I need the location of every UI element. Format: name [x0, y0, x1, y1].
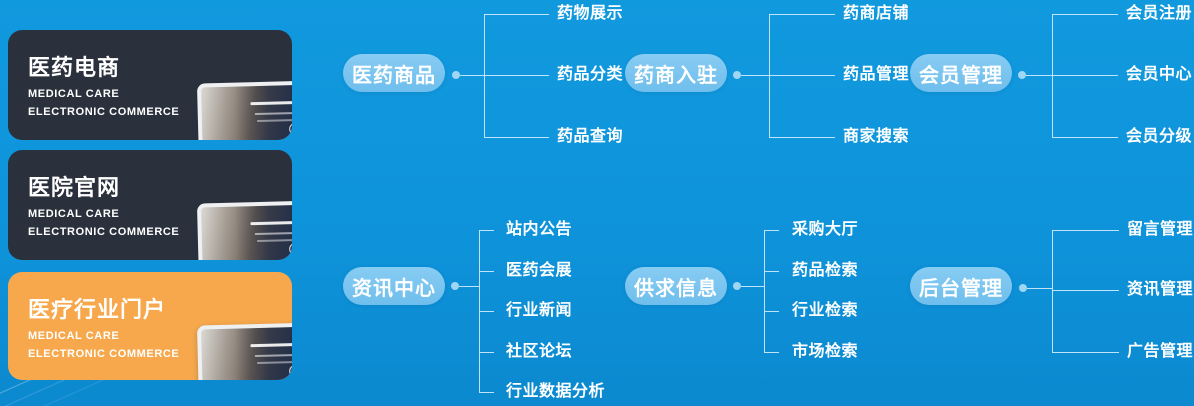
connector-dot	[1018, 71, 1026, 79]
branch-line	[1052, 14, 1118, 15]
node-label: 后台管理	[919, 277, 1003, 300]
device-preview: ▶	[196, 80, 292, 140]
connector-line	[741, 286, 764, 287]
leaf-label: 药商店铺	[843, 5, 910, 22]
leaf-label: 站内公告	[506, 221, 573, 238]
branch-line	[764, 311, 779, 312]
sidebar-card-hospital-website[interactable]: 医院官网 MEDICAL CARE ELECTRONIC COMMERCE ▶	[8, 150, 292, 260]
node-info-center: 资讯中心	[343, 267, 445, 305]
connector-line	[459, 286, 479, 287]
card-title: 医药电商	[28, 55, 121, 80]
leaf-label: 社区论坛	[506, 343, 573, 360]
branch-line	[769, 137, 835, 138]
connector-line	[741, 75, 769, 76]
connector-line	[460, 75, 484, 76]
branch-line	[769, 14, 835, 15]
leaf-label: 商家搜索	[843, 128, 910, 145]
leaf-label: 广告管理	[1127, 343, 1194, 360]
sidebar-card-medical-portal[interactable]: 医疗行业门户 MEDICAL CARE ELECTRONIC COMMERCE …	[8, 272, 292, 380]
branch-line	[764, 352, 779, 353]
card-subtitle: MEDICAL CARE	[28, 88, 120, 100]
connector-line	[1026, 75, 1052, 76]
screen-overlay	[201, 326, 292, 380]
branch-line	[479, 230, 494, 231]
branch-line	[484, 75, 549, 76]
connector-dot	[733, 282, 741, 290]
branch-line	[484, 137, 549, 138]
node-label: 供求信息	[634, 277, 718, 300]
card-title: 医疗行业门户	[28, 297, 167, 322]
branch-line	[479, 392, 494, 393]
leaf-label: 医药会展	[506, 262, 573, 279]
node-admin-management: 后台管理	[910, 267, 1012, 305]
card-subtitle: MEDICAL CARE	[28, 330, 120, 342]
branch-line	[1052, 352, 1119, 353]
leaf-label: 行业数据分析	[506, 383, 606, 400]
card-title: 医院官网	[28, 175, 121, 200]
branch-line	[764, 230, 779, 231]
connector-line	[1027, 288, 1052, 289]
card-subtitle: ELECTRONIC COMMERCE	[28, 348, 180, 360]
leaf-label: 会员分级	[1126, 128, 1193, 145]
leaf-label: 采购大厅	[792, 221, 859, 238]
branch-line	[764, 271, 779, 272]
node-label: 医药商品	[352, 64, 436, 87]
branch-line	[1052, 75, 1118, 76]
branch-line	[479, 311, 494, 312]
leaf-label: 药品分类	[557, 66, 624, 83]
leaf-label: 资讯管理	[1127, 281, 1194, 298]
card-subtitle: ELECTRONIC COMMERCE	[28, 226, 180, 238]
leaf-label: 行业检索	[792, 302, 859, 319]
connector-dot	[1019, 284, 1027, 292]
leaf-label: 市场检索	[792, 343, 859, 360]
leaf-label: 会员注册	[1126, 5, 1193, 22]
branch-line	[479, 352, 494, 353]
device-preview: ▶	[196, 200, 292, 260]
connector-line	[764, 230, 765, 352]
leaf-label: 药品管理	[843, 66, 910, 83]
leaf-label: 会员中心	[1126, 66, 1193, 83]
leaf-label: 药品查询	[557, 128, 624, 145]
card-subtitle: ELECTRONIC COMMERCE	[28, 106, 180, 118]
connector-dot	[733, 71, 741, 79]
card-subtitle: MEDICAL CARE	[28, 208, 120, 220]
connector-dot	[451, 282, 459, 290]
branch-line	[1052, 230, 1119, 231]
leaf-label: 留言管理	[1127, 221, 1194, 238]
node-pharma-products: 医药商品	[343, 54, 445, 92]
connector-dot	[452, 71, 460, 79]
device-screen: ▶	[201, 204, 292, 260]
node-member-management: 会员管理	[910, 54, 1012, 92]
branch-line	[769, 75, 835, 76]
leaf-label: 行业新闻	[506, 302, 573, 319]
leaf-label: 药物展示	[557, 5, 624, 22]
leaf-label: 药品检索	[792, 262, 859, 279]
branch-line	[479, 271, 494, 272]
node-supply-demand: 供求信息	[625, 267, 727, 305]
node-label: 资讯中心	[352, 277, 436, 300]
branch-line	[1052, 290, 1119, 291]
branch-line	[1052, 137, 1118, 138]
device-screen: ▶	[201, 326, 292, 380]
connector-line	[1052, 230, 1053, 352]
node-merchant-onboarding: 药商入驻	[625, 54, 727, 92]
node-label: 药商入驻	[634, 64, 718, 87]
device-preview: ▶	[196, 322, 292, 380]
node-label: 会员管理	[919, 64, 1003, 87]
device-screen: ▶	[201, 84, 292, 140]
branch-line	[484, 14, 549, 15]
sidebar-card-pharma-ecommerce[interactable]: 医药电商 MEDICAL CARE ELECTRONIC COMMERCE ▶	[8, 30, 292, 140]
